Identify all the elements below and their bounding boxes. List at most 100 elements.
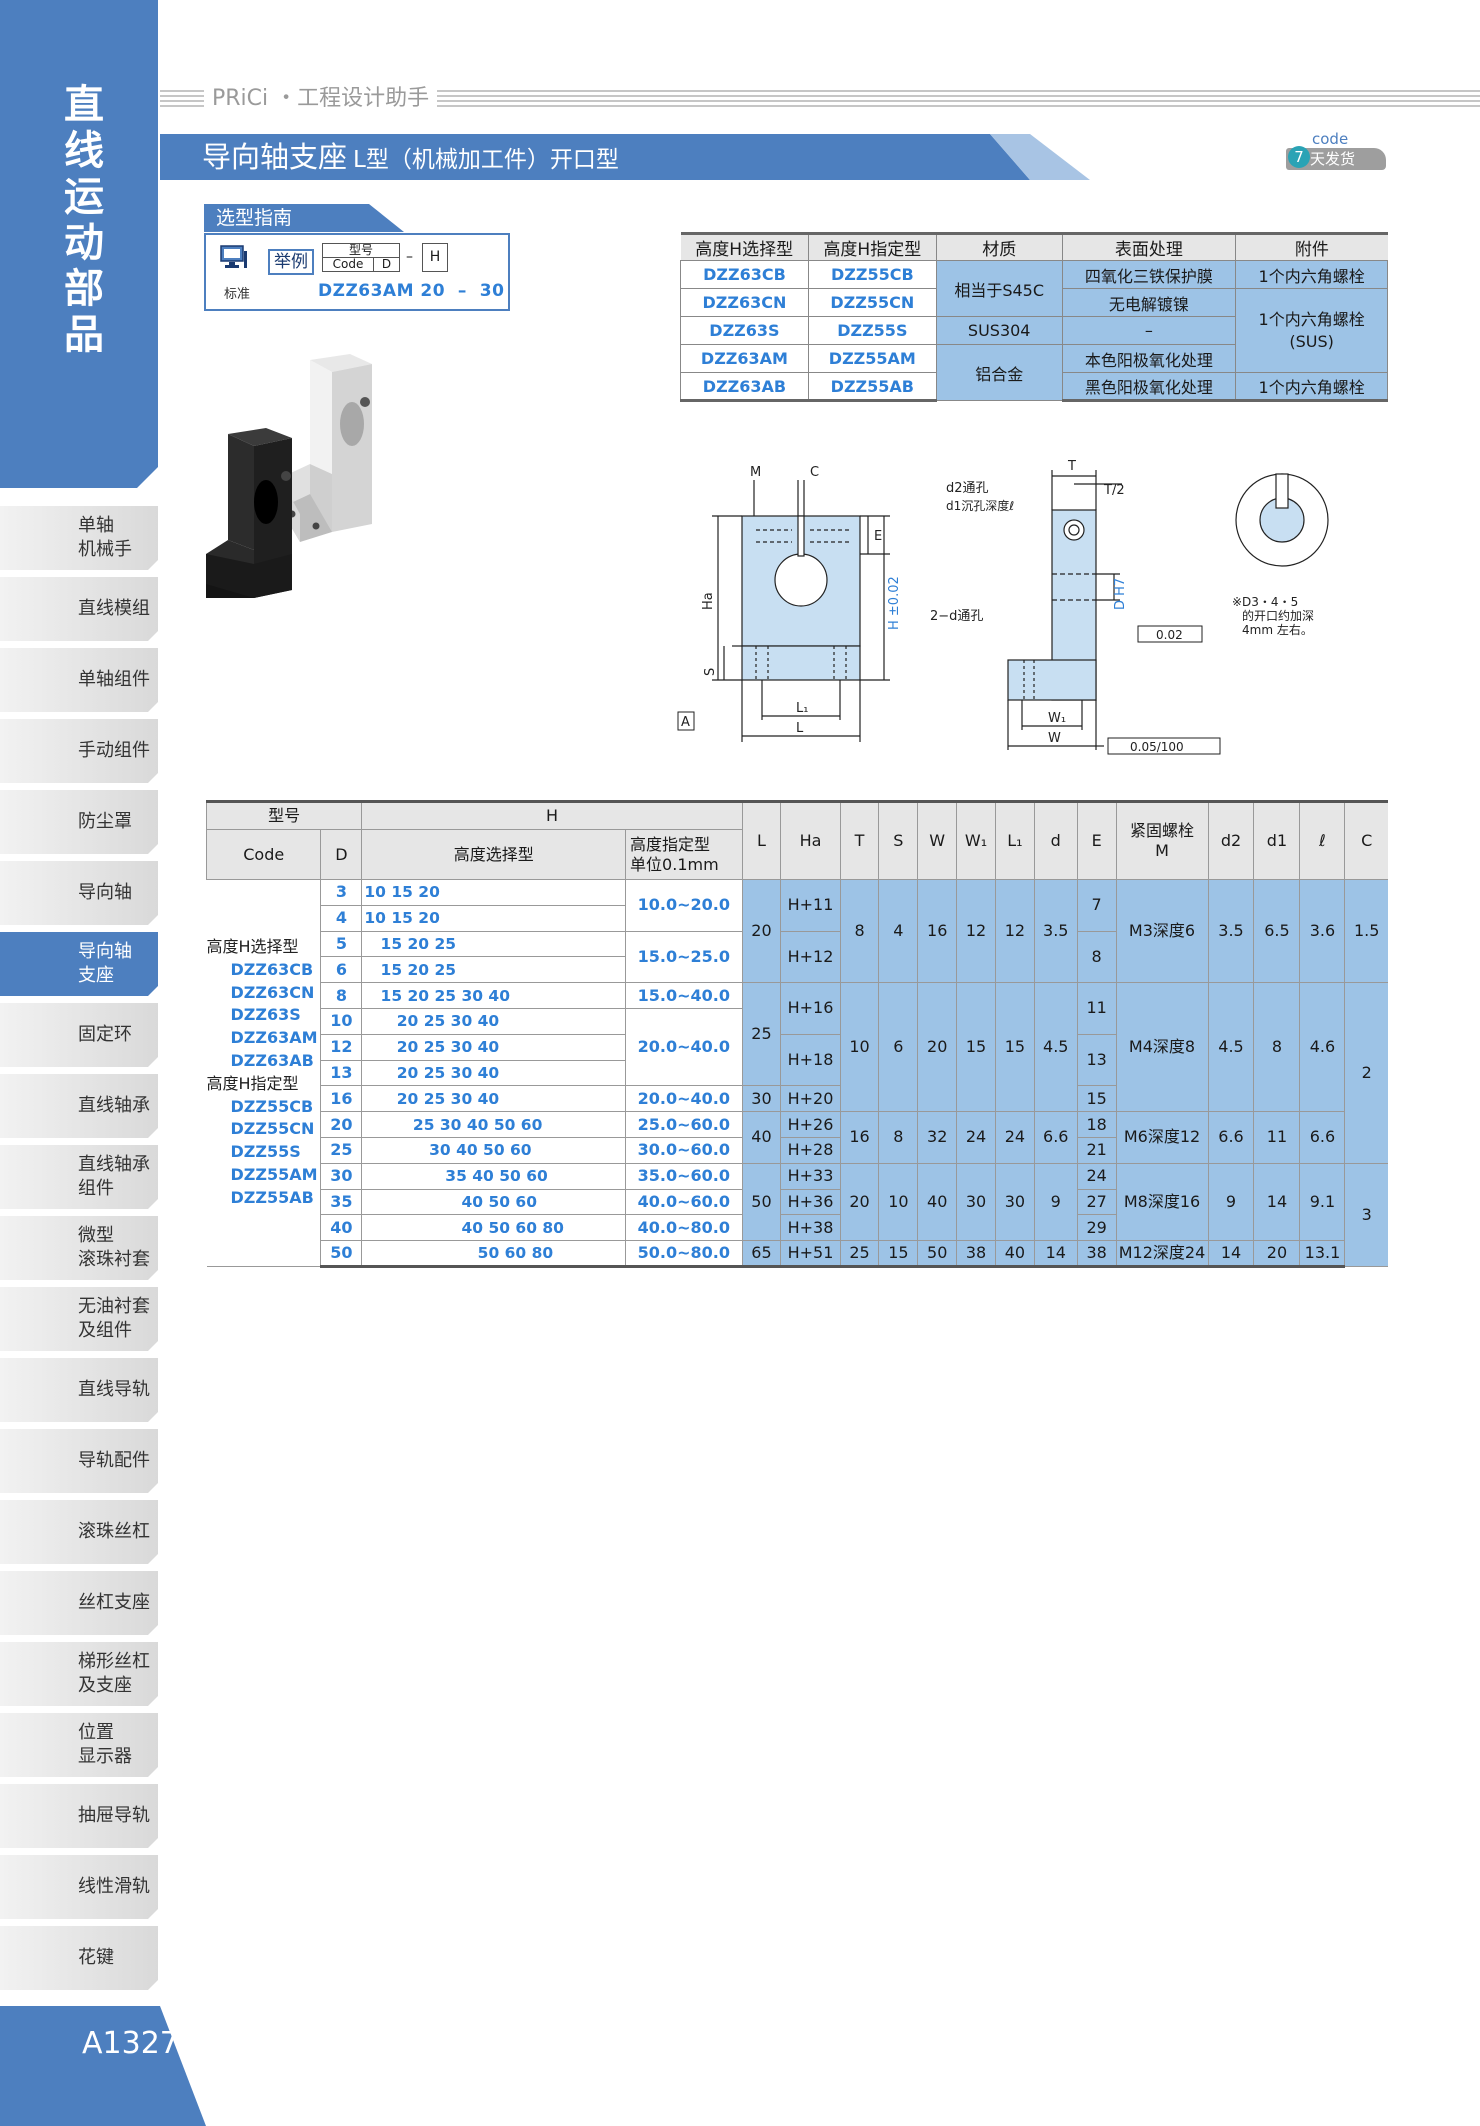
- sidebar-nav-item[interactable]: 直线模组: [0, 577, 158, 641]
- spec-header: 型号: [205, 800, 363, 830]
- M-value: M3深度6: [1115, 878, 1209, 984]
- E-value: 21: [1076, 1136, 1117, 1164]
- dim-D: D H7: [1113, 578, 1128, 610]
- code-group-label: 高度H指定型: [206, 1073, 299, 1093]
- dim-T: T: [1067, 459, 1076, 474]
- material-row: DZZ63S DZZ55S SUS304 –: [680, 316, 1388, 345]
- sidebar-nav-item[interactable]: 无油衬套 及组件: [0, 1287, 158, 1351]
- sidebar-nav-item[interactable]: 导向轴: [0, 861, 158, 925]
- dim-W1: W₁: [1048, 711, 1066, 726]
- sidebar-nav-item[interactable]: 线性滑轨: [0, 1855, 158, 1919]
- accessory-cell: 1个内六角螺栓 (SUS): [1235, 288, 1388, 373]
- code-list: 高度H选择型 DZZ63CB DZZ63CN DZZ63S DZZ63AM DZ…: [206, 879, 322, 1267]
- note-line3: 4mm 左右。: [1242, 622, 1313, 637]
- h-select: 20 25 30 40: [361, 1033, 627, 1061]
- dim-Ha: Ha: [701, 592, 716, 610]
- sidebar-nav-label: 梯形丝杠 及支座: [78, 1651, 150, 1696]
- sidebar-nav-item[interactable]: 抽屉导轨: [0, 1784, 158, 1848]
- brand-text: PRiCi ・工程设计助手: [204, 84, 438, 114]
- sidebar-nav-item[interactable]: 微型 滚珠衬套: [0, 1216, 158, 1280]
- material-cell: SUS304: [935, 316, 1063, 345]
- d-value: 14: [1033, 1240, 1078, 1268]
- h-designate: 20.0~40.0: [625, 1085, 743, 1113]
- h-select: 30 40 50 60: [361, 1136, 627, 1164]
- sidebar-nav-item[interactable]: 直线轴承: [0, 1074, 158, 1138]
- code-item: DZZ55CB: [230, 1096, 314, 1116]
- E-value: 15: [1076, 1085, 1117, 1113]
- sidebar-nav-item[interactable]: 位置 显示器: [0, 1713, 158, 1777]
- page-number: A1327: [82, 2026, 179, 2061]
- L1-value: 40: [994, 1240, 1035, 1268]
- material-header: 表面处理: [1062, 232, 1237, 261]
- h-select: 15 20 25: [361, 930, 627, 958]
- d-value: 3.5: [1033, 878, 1078, 984]
- sidebar-nav-item[interactable]: 单轴 机械手: [0, 506, 158, 570]
- part-number-example: DZZ63AM 20 – 30: [318, 281, 505, 301]
- black-bracket: [206, 428, 292, 598]
- E-value: 18: [1076, 1111, 1117, 1138]
- spec-row: 20 25 30 40 50 60 25.0~60.0 40 H+26 16 8…: [207, 1111, 1389, 1164]
- title-band: [160, 134, 1030, 180]
- spec-header: Code: [205, 829, 322, 880]
- spec-row: 50 50 60 80 50.0~80.0 65 H+51 25 15 50 3…: [207, 1240, 1389, 1268]
- sidebar-nav-item[interactable]: 固定环: [0, 1003, 158, 1067]
- d-value: 6.6: [1033, 1111, 1078, 1164]
- sidebar-nav-item[interactable]: 导轨配件: [0, 1429, 158, 1493]
- sidebar-nav-label: 手动组件: [78, 740, 150, 761]
- d-value: 40: [320, 1214, 363, 1242]
- h-designate: 50.0~80.0: [625, 1240, 743, 1268]
- h-select: 35 40 50 60: [361, 1162, 627, 1190]
- surface-cell: –: [1061, 316, 1237, 345]
- d-value: 4.5: [1033, 982, 1078, 1113]
- W-value: 20: [917, 982, 958, 1113]
- code-item: DZZ63CN: [230, 982, 315, 1002]
- nav-list: 单轴 机械手直线模组单轴组件手动组件防尘罩导向轴导向轴 支座固定环直线轴承直线轴…: [0, 506, 160, 1997]
- l-value: 13.1: [1299, 1240, 1346, 1268]
- technical-drawing: M C E Ha H ±0.02 S L₁ L A T T/2 d2通孔 d1沉…: [677, 459, 1329, 755]
- dim-T2: T/2: [1103, 483, 1125, 498]
- spec-header: d2: [1207, 800, 1255, 880]
- E-value: 24: [1076, 1162, 1117, 1190]
- E-value: 7: [1076, 879, 1117, 932]
- W-value: 40: [917, 1162, 958, 1242]
- pn-code-head: Code: [322, 257, 374, 272]
- guide-tab: [204, 204, 404, 232]
- sidebar-nav-item[interactable]: 导向轴 支座: [0, 932, 158, 996]
- sidebar-nav-item[interactable]: 防尘罩: [0, 790, 158, 854]
- front-view-base: [741, 645, 861, 681]
- sidebar-nav-item[interactable]: 丝杠支座: [0, 1571, 158, 1635]
- sidebar-nav-item[interactable]: 梯形丝杠 及支座: [0, 1642, 158, 1706]
- accessory-cell: 1个内六角螺栓: [1235, 260, 1388, 289]
- d-value: 13: [320, 1059, 363, 1087]
- E-value: 29: [1076, 1214, 1117, 1242]
- spec-header: E: [1076, 800, 1117, 880]
- W-value: 32: [917, 1111, 958, 1164]
- L1-value: 24: [994, 1111, 1035, 1164]
- front-view-bore: [774, 553, 828, 607]
- material-table: 高度H选择型 高度H指定型 材质 表面处理 附件 DZZ63CB DZZ55CB…: [680, 232, 1388, 402]
- d1-value: 14: [1253, 1162, 1301, 1242]
- L-value: 50: [741, 1162, 782, 1242]
- h-designate: 15.0~25.0: [625, 930, 743, 984]
- d-value: 9: [1033, 1162, 1078, 1242]
- sidebar-nav-item[interactable]: 单轴组件: [0, 648, 158, 712]
- sidebar-nav-item[interactable]: 花键: [0, 1926, 158, 1990]
- dim-H: H ±0.02: [887, 576, 902, 630]
- sidebar-nav-item[interactable]: 滚珠丝杠: [0, 1500, 158, 1564]
- surface-cell: 黑色阳极氧化处理: [1061, 372, 1237, 402]
- bolt-head-line1: 紧固螺栓: [1130, 821, 1195, 840]
- sidebar-nav-item[interactable]: 直线导轨: [0, 1358, 158, 1422]
- sidebar-nav-item[interactable]: 手动组件: [0, 719, 158, 783]
- sidebar-nav-label: 导向轴: [78, 882, 132, 903]
- code-item: DZZ55S: [230, 1142, 301, 1162]
- h-select: 10 15 20: [361, 879, 627, 906]
- C-value: 3: [1344, 1162, 1388, 1267]
- sidebar-nav-item[interactable]: 直线轴承 组件: [0, 1145, 158, 1209]
- chapter-title: 直线运动部品: [64, 82, 104, 358]
- h-designate: 40.0~80.0: [625, 1214, 743, 1242]
- L1-value: 15: [994, 982, 1035, 1113]
- spec-row: 30 35 40 50 60 35.0~60.0 50 H+33 20 10 4…: [207, 1162, 1388, 1267]
- code-label: code: [1312, 130, 1349, 148]
- spec-header: L: [741, 800, 782, 880]
